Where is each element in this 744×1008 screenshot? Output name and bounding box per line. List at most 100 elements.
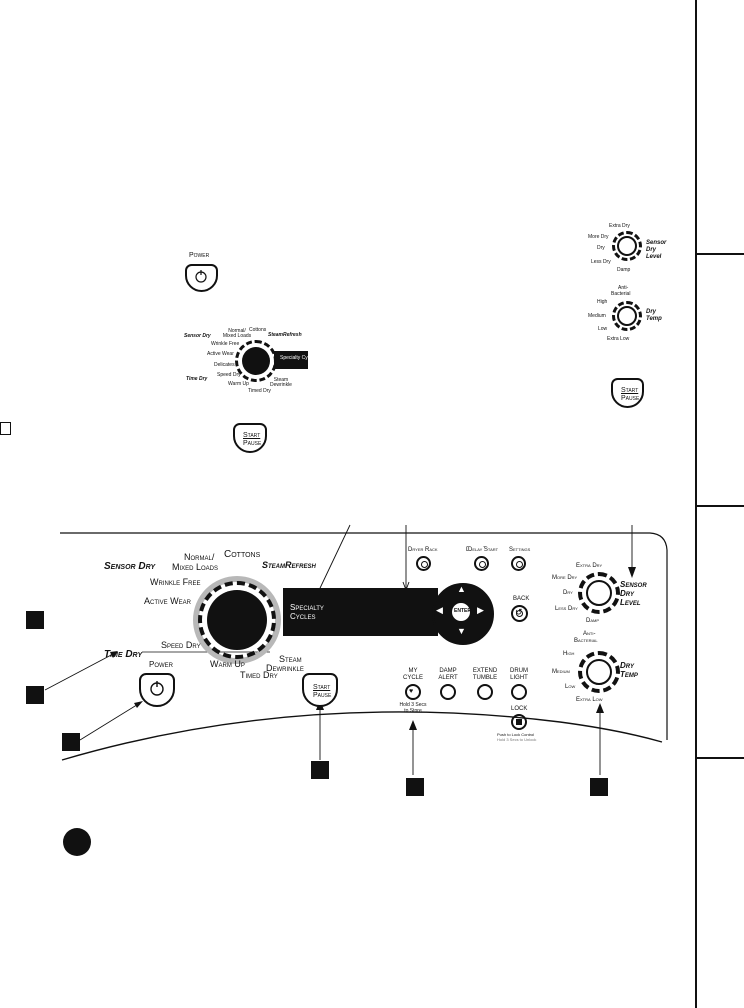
extra-low-label: Extra Low xyxy=(576,697,603,703)
extend-tumble-button[interactable] xyxy=(477,684,493,700)
dryer-rack-button[interactable] xyxy=(474,556,489,571)
top-dry-level-knob[interactable] xyxy=(617,236,637,256)
wrinkle-free-label: Wrinkle Free xyxy=(150,577,201,587)
normal-label: Normal/ xyxy=(184,552,215,562)
top-start-pause-button[interactable]: Start Pause xyxy=(233,423,267,453)
dry-level-knob[interactable] xyxy=(586,580,612,606)
back-label: BACK xyxy=(513,596,530,602)
dryer-rack-button-left[interactable] xyxy=(416,556,431,571)
damp-alert-button[interactable] xyxy=(440,684,456,700)
lock-button[interactable] xyxy=(511,714,527,730)
top-dry-title: Dry xyxy=(646,247,657,253)
main-dial-ring xyxy=(198,581,276,659)
top-medium: Medium xyxy=(588,313,606,319)
top-power-button[interactable] xyxy=(185,264,218,292)
sensor-title: Sensor xyxy=(620,580,647,589)
left-arrow-icon[interactable]: ◀ xyxy=(436,605,443,615)
callout-marker xyxy=(26,686,44,704)
hold-line1: Hold 3 Secs xyxy=(399,702,427,708)
low-label: Low xyxy=(565,684,576,690)
top-right-start-label: Start xyxy=(621,387,639,394)
damp-label: Damp xyxy=(586,618,600,624)
edge-checkbox-square xyxy=(0,422,11,435)
extend-line1: EXTEND xyxy=(472,668,498,674)
top-dry: Dry xyxy=(597,245,605,251)
drum-line2: LIGHT xyxy=(510,674,528,681)
bacterial-label: Bacterial xyxy=(574,638,598,644)
top-bacterial: Bacterial xyxy=(611,291,631,297)
top-more-dry: More Dry xyxy=(588,234,609,240)
lock-icon xyxy=(516,719,522,725)
top-high: High xyxy=(597,299,608,305)
power-icon xyxy=(150,681,164,696)
top-extra-dry: Extra Dry xyxy=(609,223,630,229)
lock-note-2: Hold 3 Secs to Unlock xyxy=(497,737,537,742)
my-cycle-line2: CYCLE xyxy=(402,674,423,681)
top-dry-temp-knob[interactable] xyxy=(617,306,637,326)
top-steam-refresh-label: SteamRefresh xyxy=(268,332,302,338)
top-anti: Anti- xyxy=(618,285,629,291)
top-right-pause-label: Pause xyxy=(621,395,640,402)
dry-temp-title-2: Temp xyxy=(620,670,638,679)
damp-line2: ALERT xyxy=(438,674,458,681)
mixed-loads-label: Mixed Loads xyxy=(172,562,219,572)
callout-marker xyxy=(26,611,44,629)
power-icon xyxy=(195,270,207,283)
top-dry-level-ring xyxy=(612,231,642,261)
top-damp: Damp xyxy=(617,267,631,273)
callout-marker xyxy=(590,778,608,796)
top-right-start-pause-button[interactable]: Start Pause xyxy=(611,378,644,408)
top-sensor-title: Sensor xyxy=(646,240,667,246)
start-label: Start xyxy=(313,684,331,691)
top-cycle-dial[interactable] xyxy=(242,347,270,375)
right-arrow-icon[interactable]: ▶ xyxy=(477,605,484,615)
my-cycle-line1: MY xyxy=(408,668,418,674)
drum-light-button[interactable] xyxy=(511,684,527,700)
more-dry-label: More Dry xyxy=(552,575,578,581)
my-cycle-button[interactable] xyxy=(405,684,421,700)
top-delicates-label: Delicates xyxy=(214,362,235,368)
callout-marker xyxy=(62,733,80,751)
dry-temp-ring xyxy=(578,651,620,693)
dewrinkle-label: Dewrinkle xyxy=(266,663,304,673)
top-steam-dewrinkle-label: Steam Dewrinkle xyxy=(270,377,292,388)
extra-dry-label: Extra Dry xyxy=(576,563,603,569)
dry-title: Dry xyxy=(620,589,635,598)
top-warm-up-label: Warm Up xyxy=(228,381,249,387)
medium-label: Medium xyxy=(552,669,570,675)
top-power-label: Power xyxy=(189,252,210,259)
note-bullet xyxy=(63,828,91,856)
dry-temp-title-1: Dry xyxy=(620,661,635,670)
tab-divider xyxy=(697,253,744,255)
tab-divider xyxy=(697,505,744,507)
top-low: Low xyxy=(598,326,608,332)
sensor-dry-label: Sensor Dry xyxy=(104,561,156,572)
top-speed-dry-label: Speed Dry xyxy=(217,372,241,378)
enter-label: ENTER xyxy=(454,608,471,614)
anti-label: Anti- xyxy=(583,631,596,637)
top-active-wear-label: Active Wear xyxy=(207,351,234,357)
time-dry-label: Time Dry xyxy=(104,649,143,660)
up-arrow-icon[interactable]: ▲ xyxy=(457,584,466,594)
back-button[interactable] xyxy=(511,605,528,622)
less-dry-label: Less Dry xyxy=(555,606,578,612)
top-dry-temp-ring xyxy=(612,301,642,331)
settings-button[interactable] xyxy=(511,556,526,571)
dry-level-ring xyxy=(578,572,620,614)
down-arrow-icon[interactable]: ▼ xyxy=(457,626,466,636)
level-title: Level xyxy=(620,598,641,607)
start-pause-button[interactable]: Start Pause xyxy=(302,673,338,707)
enter-button[interactable] xyxy=(451,602,471,622)
top-display xyxy=(274,351,308,369)
callout-marker xyxy=(311,761,329,779)
dry-label: Dry xyxy=(563,590,573,596)
main-cycle-dial[interactable] xyxy=(207,590,267,650)
specialty-label-2: Cycles xyxy=(290,612,316,621)
steam-label: Steam xyxy=(279,654,302,664)
dry-temp-knob[interactable] xyxy=(586,659,612,685)
power-button[interactable] xyxy=(139,673,175,707)
top-timed-dry-label: Timed Dry xyxy=(248,388,271,394)
cottons-label: Cottons xyxy=(224,549,261,560)
